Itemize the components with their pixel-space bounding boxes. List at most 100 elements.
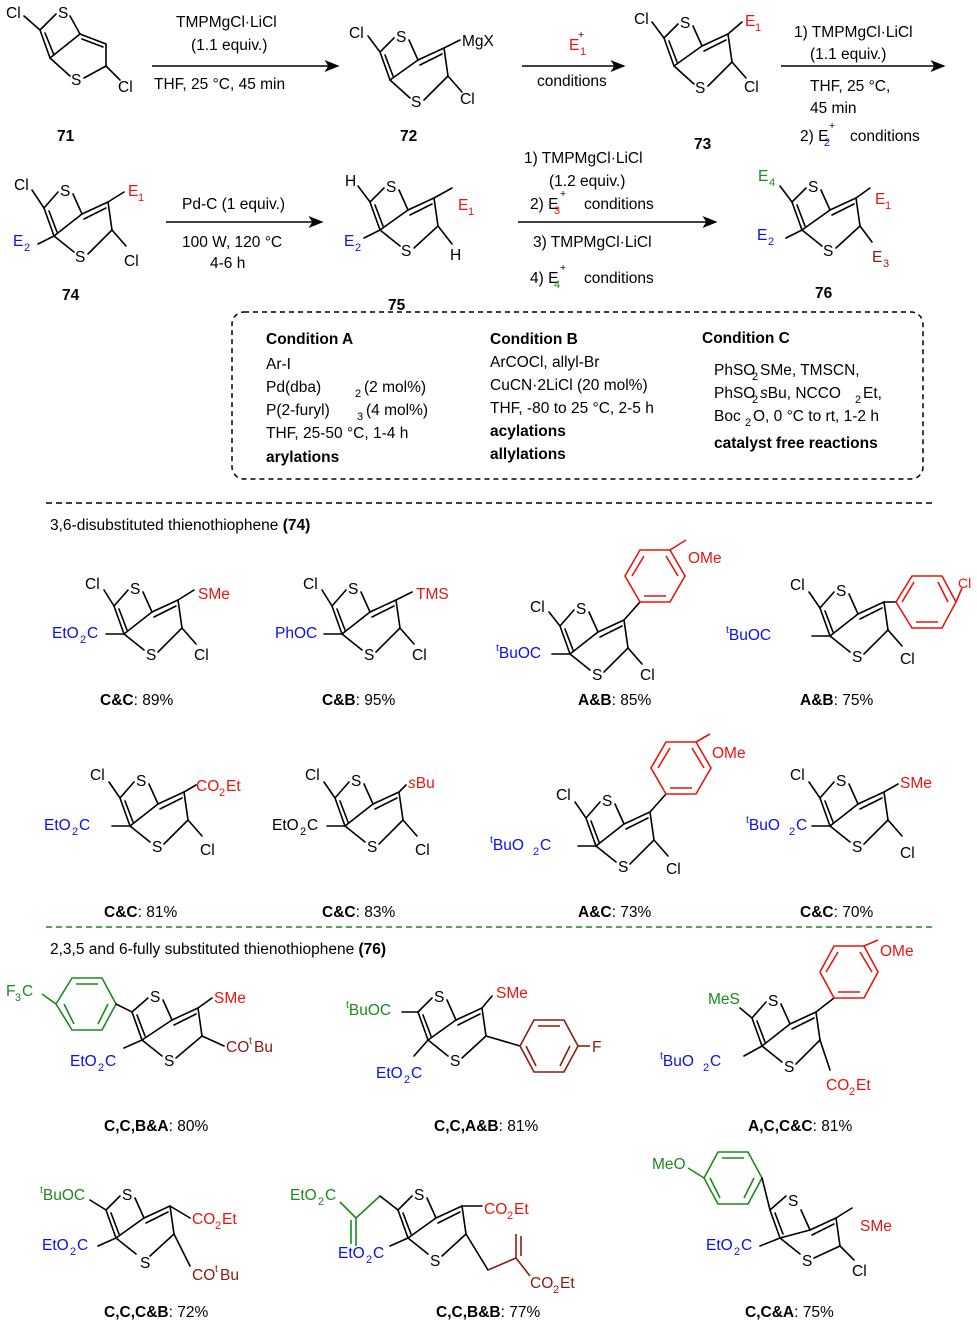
svg-text:P(2-furyl): P(2-furyl)	[266, 402, 330, 419]
svg-text:OMe: OMe	[880, 943, 914, 960]
svg-text:t: t	[249, 1035, 252, 1047]
arrow5-equiv: (1.2 equiv.)	[549, 173, 625, 190]
svg-text:tBuOC: tBuOC	[726, 624, 771, 644]
svg-text:H: H	[450, 247, 461, 264]
svg-text:2) E: 2) E	[800, 128, 828, 145]
svg-text:S: S	[823, 243, 833, 260]
svg-text:2: 2	[855, 394, 861, 406]
arrow5-step2: 2) E 3 + conditions	[530, 188, 654, 217]
svg-text:Condition B: Condition B	[490, 331, 578, 348]
svg-text:CO: CO	[192, 1211, 215, 1228]
svg-text:EtO: EtO	[44, 817, 71, 834]
svg-text:Cl: Cl	[349, 25, 364, 42]
arrow4-cond-b: 4-6 h	[210, 255, 245, 272]
svg-text:EtO: EtO	[70, 1053, 97, 1070]
svg-text:2: 2	[355, 388, 361, 400]
svg-text:S: S	[852, 649, 862, 666]
svg-text:S: S	[680, 15, 690, 32]
arrow3-cond-b: 45 min	[810, 100, 857, 117]
svg-text:2) E: 2) E	[530, 196, 558, 213]
svg-text:OMe: OMe	[712, 745, 746, 762]
svg-text:Et: Et	[226, 778, 241, 795]
svg-text:2: 2	[404, 1074, 410, 1086]
svg-text:arylations: arylations	[266, 449, 339, 466]
svg-text:sBu: sBu	[408, 775, 435, 792]
svg-text:Cl: Cl	[900, 845, 915, 862]
svg-text:2: 2	[824, 137, 830, 149]
svg-text:E: E	[344, 233, 354, 250]
svg-text:CO: CO	[484, 1201, 507, 1218]
product-74-4: Cl S S Cl tBuOC Cl	[726, 575, 971, 668]
svg-text:2: 2	[219, 787, 225, 799]
svg-text:conditions: conditions	[850, 128, 920, 145]
svg-text:C: C	[796, 817, 807, 834]
compound-number-72: 72	[400, 128, 417, 145]
svg-text:C: C	[22, 983, 33, 1000]
svg-text:3: 3	[15, 992, 21, 1004]
yield-76-3: A,C,C&C: 81%	[748, 1118, 852, 1135]
svg-text:CO: CO	[192, 1267, 215, 1284]
arrow1-equiv: (1.1 equiv.)	[191, 37, 267, 54]
svg-text:THF, -80 to 25 °C, 2-5 h: THF, -80 to 25 °C, 2-5 h	[490, 400, 654, 417]
svg-text:tBuOC: tBuOC	[346, 999, 391, 1019]
svg-text:SMe: SMe	[860, 1218, 892, 1235]
svg-text:Cl: Cl	[303, 576, 318, 593]
section-74-heading: 3,6-disubstituted thienothiophene (74)	[50, 517, 310, 534]
compound-number-73: 73	[694, 136, 712, 153]
svg-text:Cl: Cl	[556, 787, 571, 804]
svg-text:2: 2	[24, 242, 30, 254]
arrow3-cond-a: THF, 25 °C,	[810, 78, 890, 95]
svg-text:tBuOC: tBuOC	[40, 1184, 85, 1204]
svg-text:E: E	[872, 249, 882, 266]
svg-text:Et: Et	[560, 1275, 575, 1292]
svg-text:PhOC: PhOC	[275, 625, 317, 642]
svg-text:O, 0 °C to rt, 1-2 h: O, 0 °C to rt, 1-2 h	[753, 408, 879, 425]
svg-text:EtO: EtO	[338, 1245, 365, 1262]
yield-74-5: C&C: 81%	[104, 904, 177, 921]
svg-text:Cl: Cl	[744, 79, 759, 96]
svg-text:1: 1	[468, 206, 474, 218]
svg-text:SMe, TMSCN,: SMe, TMSCN,	[760, 362, 860, 379]
svg-text:EtO: EtO	[290, 1187, 317, 1204]
svg-text:Cl: Cl	[194, 647, 209, 664]
svg-text:2: 2	[752, 371, 758, 383]
svg-text:3: 3	[554, 205, 560, 217]
svg-text:S: S	[386, 179, 396, 196]
svg-text:E: E	[458, 197, 468, 214]
svg-text:4: 4	[769, 177, 775, 189]
compound-number-74: 74	[62, 287, 80, 304]
svg-text:C: C	[540, 837, 551, 854]
svg-text:SMe: SMe	[496, 985, 528, 1002]
condition-a: Condition A Ar-I Pd(dba) 2(2 mol%) P(2-f…	[266, 331, 428, 466]
svg-text:MeO: MeO	[652, 1156, 686, 1173]
svg-text:Cl: Cl	[412, 647, 427, 664]
svg-text:2: 2	[553, 1284, 559, 1296]
yield-74-2: C&B: 95%	[322, 692, 395, 709]
svg-text:2: 2	[507, 1210, 513, 1222]
svg-text:t: t	[215, 1263, 218, 1275]
svg-text:Et,: Et,	[863, 385, 882, 402]
svg-text:S: S	[836, 773, 846, 790]
svg-text:C: C	[325, 1187, 336, 1204]
conditions-box	[231, 311, 924, 480]
svg-text:Cl: Cl	[305, 767, 320, 784]
svg-text:4) E: 4) E	[530, 270, 558, 287]
svg-text:Condition C: Condition C	[702, 330, 790, 347]
svg-text:CO: CO	[530, 1275, 553, 1292]
svg-text:2: 2	[533, 846, 539, 858]
svg-text:2: 2	[849, 1086, 855, 1098]
arrow4-cond-a: 100 W, 120 °C	[182, 234, 282, 251]
svg-text:Cl: Cl	[124, 253, 139, 270]
svg-text:S: S	[592, 667, 602, 684]
svg-text:S: S	[136, 773, 146, 790]
compound-72: Cl S S Cl MgX	[349, 25, 495, 111]
arrow3-equiv: (1.1 equiv.)	[810, 46, 886, 63]
svg-text:MeS: MeS	[708, 991, 740, 1008]
compound-number-75: 75	[388, 297, 406, 314]
